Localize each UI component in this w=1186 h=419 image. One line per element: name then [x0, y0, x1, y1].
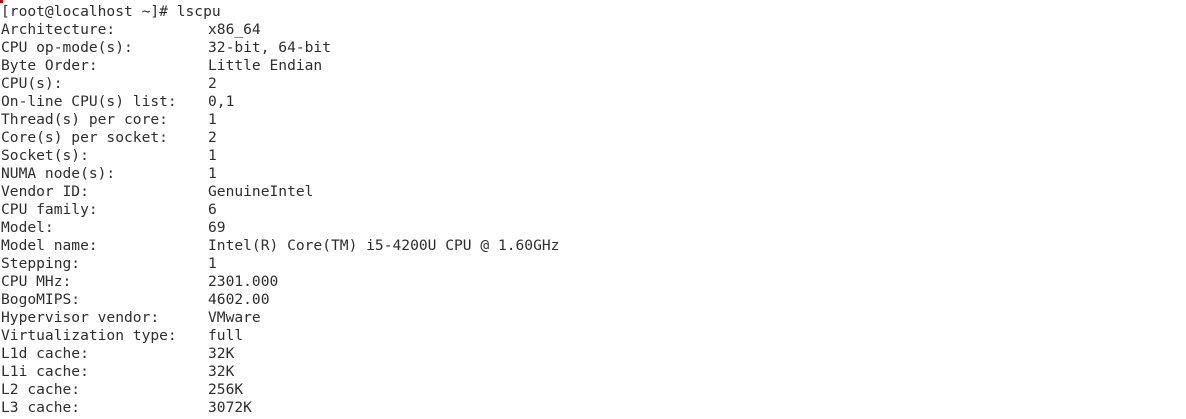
output-key: CPU family:	[1, 201, 98, 218]
output-key: CPU(s):	[1, 75, 63, 92]
output-key: Core(s) per socket:	[1, 129, 168, 146]
output-key: NUMA node(s):	[1, 165, 116, 182]
output-key: Model:	[1, 219, 54, 236]
output-value: 69	[208, 219, 226, 236]
output-value: 32K	[208, 345, 235, 362]
output-value: 1	[208, 147, 217, 164]
output-value: GenuineIntel	[208, 183, 314, 200]
output-key: L1d cache:	[1, 345, 89, 362]
output-value: 2	[208, 75, 217, 92]
output-key: Vendor ID:	[1, 183, 89, 200]
command-text: lscpu	[176, 3, 221, 20]
output-value: 1	[208, 255, 217, 272]
shell-prompt: [root@localhost ~]#	[1, 3, 177, 20]
output-value: 6	[208, 201, 217, 218]
output-value: VMware	[208, 309, 261, 326]
output-key: CPU MHz:	[1, 273, 72, 290]
output-value: 32-bit, 64-bit	[208, 39, 332, 56]
output-value: 2	[208, 129, 217, 146]
output-value: 1	[208, 111, 217, 128]
output-value: 2301.000	[208, 273, 279, 290]
command-line: [root@localhost ~]# lscpu	[1, 3, 221, 21]
output-key: Virtualization type:	[1, 327, 177, 344]
output-key: Byte Order:	[1, 57, 98, 74]
output-key: Model name:	[1, 237, 98, 254]
output-value: 32K	[208, 363, 235, 380]
output-value: 3072K	[208, 399, 252, 416]
output-value: 0,1	[208, 93, 235, 110]
output-value: full	[208, 327, 244, 344]
output-key: Stepping:	[1, 255, 81, 272]
output-value: Intel(R) Core(TM) i5-4200U CPU @ 1.60GHz	[208, 237, 560, 254]
output-value: 1	[208, 165, 217, 182]
output-value: 4602.00	[208, 291, 270, 308]
window-edge-marker	[0, 0, 3, 3]
output-key: L1i cache:	[1, 363, 89, 380]
output-value: Little Endian	[208, 57, 323, 74]
output-key: Hypervisor vendor:	[1, 309, 160, 326]
output-key: Socket(s):	[1, 147, 89, 164]
output-key: On-line CPU(s) list:	[1, 93, 177, 110]
output-key: BogoMIPS:	[1, 291, 81, 308]
output-key: L2 cache:	[1, 381, 81, 398]
output-value: x86_64	[208, 21, 261, 38]
output-key: CPU op-mode(s):	[1, 39, 133, 56]
output-key: Thread(s) per core:	[1, 111, 168, 128]
output-value: 256K	[208, 381, 244, 398]
output-key: L3 cache:	[1, 399, 81, 416]
output-key: Architecture:	[1, 21, 116, 38]
